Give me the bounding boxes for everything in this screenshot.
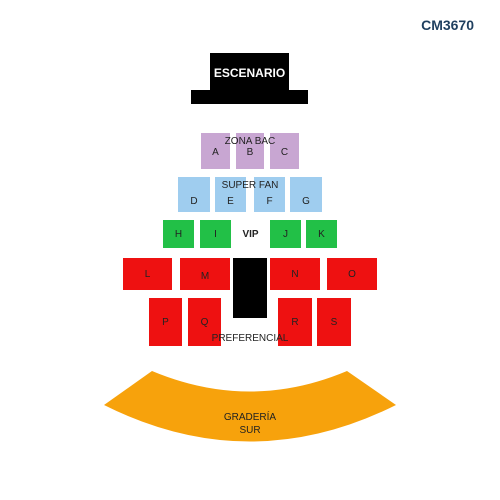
section-r-label: R xyxy=(291,317,299,328)
vip-label: VIP xyxy=(242,229,259,240)
section-g-label: G xyxy=(302,196,310,207)
section-o-label: O xyxy=(348,269,356,280)
section-j-label: J xyxy=(283,229,288,240)
section-n-label: N xyxy=(291,269,299,280)
section-b[interactable] xyxy=(236,133,264,169)
section-c-label: C xyxy=(280,147,289,158)
section-i-label: I xyxy=(214,229,217,240)
zona-bac-label: ZONA BAC xyxy=(224,136,276,147)
graderia-label-line2: SUR xyxy=(239,425,261,436)
venue-code: CM3670 xyxy=(421,17,474,33)
section-p-label: P xyxy=(162,317,169,328)
section-i[interactable] xyxy=(200,220,231,248)
section-e[interactable] xyxy=(215,177,246,212)
section-a-label: A xyxy=(212,147,219,158)
section-r[interactable] xyxy=(278,298,312,346)
section-q[interactable] xyxy=(188,298,221,346)
section-k[interactable] xyxy=(306,220,337,248)
stage-base xyxy=(191,90,308,104)
section-o[interactable] xyxy=(327,258,377,290)
section-j[interactable] xyxy=(270,220,301,248)
section-k-label: K xyxy=(318,229,325,240)
graderia-label-line1: GRADERÍA xyxy=(223,412,277,423)
section-f[interactable] xyxy=(254,177,285,212)
section-graderia-sur[interactable] xyxy=(104,371,396,442)
section-n[interactable] xyxy=(270,258,320,290)
section-h[interactable] xyxy=(163,220,194,248)
section-d-label: D xyxy=(190,196,198,207)
section-p[interactable] xyxy=(149,298,182,346)
super-fan-label: SUPER FAN xyxy=(221,180,279,191)
section-d[interactable] xyxy=(178,177,210,212)
section-l-label: L xyxy=(144,269,151,280)
center-block xyxy=(233,258,267,318)
section-g[interactable] xyxy=(290,177,322,212)
section-q-label: Q xyxy=(200,317,209,328)
section-m-label: M xyxy=(200,271,210,282)
section-c[interactable] xyxy=(270,133,299,169)
section-s-label: S xyxy=(330,317,338,328)
section-m[interactable] xyxy=(180,258,230,290)
section-e-label: E xyxy=(227,196,234,207)
section-l[interactable] xyxy=(123,258,172,290)
preferencial-label: PREFERENCIAL xyxy=(211,333,289,344)
section-s[interactable] xyxy=(317,298,351,346)
section-b-label: B xyxy=(246,147,254,158)
section-h-label: H xyxy=(174,229,183,240)
stage-block xyxy=(210,53,289,91)
section-a[interactable] xyxy=(201,133,230,169)
stage-label: ESCENARIO xyxy=(213,66,286,80)
section-f-label: F xyxy=(266,196,273,207)
